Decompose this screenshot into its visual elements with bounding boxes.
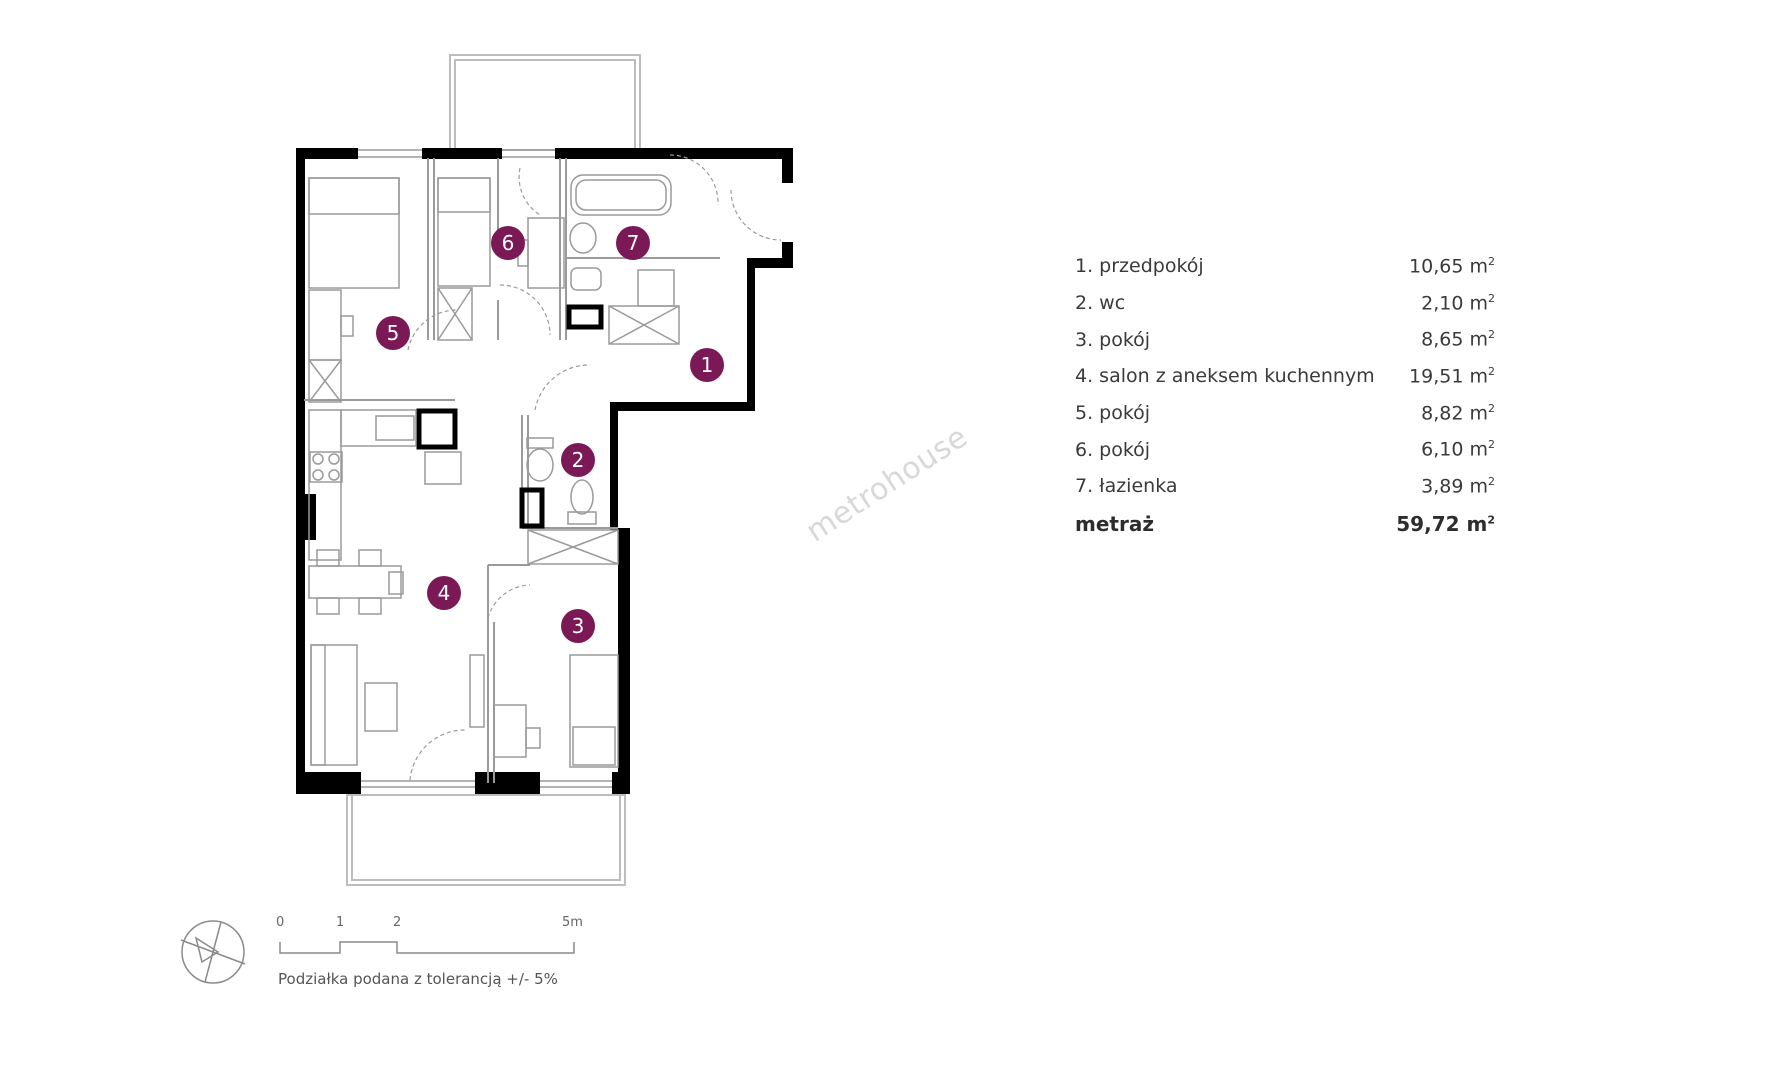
legend-row-lazienka: 7. łazienka 3,89 m2 (1075, 475, 1495, 512)
legend-row-pokoj-6: 6. pokój 6,10 m2 (1075, 438, 1495, 475)
room-area: 10,65 m2 (1409, 255, 1495, 278)
room-marker-7: 7 (616, 226, 650, 260)
room-label: 5. pokój (1075, 402, 1151, 425)
room-label: 4. salon z aneksem kuchennym (1075, 365, 1375, 388)
room-label: 3. pokój (1075, 328, 1151, 351)
scale-tick-2: 2 (393, 915, 402, 930)
room-area: 8,65 m2 (1421, 328, 1495, 351)
apartment-floor (304, 158, 786, 783)
svg-text:2: 2 (572, 448, 585, 472)
legend-row-total: metraż 59,72 m2 (1075, 512, 1495, 549)
scale-tick-1: 1 (336, 915, 345, 930)
scale-tick-0: 0 (276, 915, 285, 930)
room-area: 8,82 m2 (1421, 401, 1495, 425)
windows (358, 149, 612, 788)
room-markers: 1 2 3 4 5 6 7 (376, 226, 724, 643)
room-marker-2: 2 (561, 443, 595, 477)
scale-tick-5m: 5m (562, 915, 583, 930)
svg-text:1: 1 (701, 353, 714, 377)
room-label: 2. wc (1075, 292, 1126, 315)
compass-north-arrow-icon (180, 920, 246, 984)
room-area: 2,10 m2 (1421, 291, 1495, 315)
room-label: 6. pokój (1075, 438, 1151, 461)
total-area: 59,72 m2 (1396, 511, 1495, 536)
legend-row-przedpokoj: 1. przedpokój 10,65 m2 (1075, 255, 1495, 292)
legend-row-pokoj-3: 3. pokój 8,65 m2 (1075, 328, 1495, 365)
svg-text:3: 3 (572, 614, 585, 638)
balcony-bottom (346, 794, 626, 886)
outer-walls (296, 148, 793, 794)
room-marker-1: 1 (690, 348, 724, 382)
room-area: 19,51 m2 (1409, 365, 1495, 388)
room-area: 3,89 m2 (1421, 475, 1495, 498)
furniture (308, 174, 680, 768)
room-marker-5: 5 (376, 316, 410, 350)
room-area: 6,10 m2 (1421, 438, 1495, 461)
total-label: metraż (1075, 511, 1154, 536)
legend-row-pokoj-5: 5. pokój 8,82 m2 (1075, 402, 1495, 439)
svg-text:6: 6 (502, 231, 515, 255)
svg-text:5: 5 (387, 321, 400, 345)
room-marker-3: 3 (561, 609, 595, 643)
room-marker-6: 6 (491, 226, 525, 260)
door-swings (407, 154, 782, 781)
legend-row-salon: 4. salon z aneksem kuchennym 19,51 m2 (1075, 365, 1495, 402)
shafts (416, 304, 604, 529)
room-label: 1. przedpokój (1075, 255, 1204, 278)
legend-row-wc: 2. wc 2,10 m2 (1075, 292, 1495, 329)
interior-walls (304, 158, 720, 783)
room-area-legend: 1. przedpokój 10,65 m2 2. wc 2,10 m2 3. … (1075, 255, 1495, 549)
svg-text:7: 7 (627, 231, 640, 255)
balcony-top (449, 54, 641, 151)
room-marker-4: 4 (427, 576, 461, 610)
svg-text:4: 4 (438, 581, 451, 605)
scale-bar (279, 941, 575, 954)
room-label: 7. łazienka (1075, 475, 1178, 498)
scale-caption: Podziałka podana z tolerancją +/- 5% (278, 970, 558, 988)
